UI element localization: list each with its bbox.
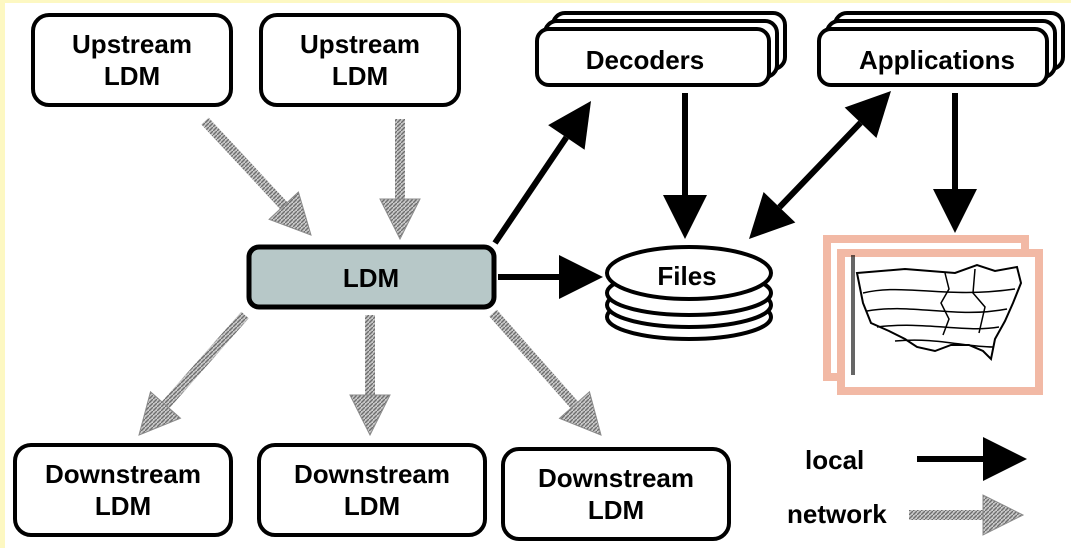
ldm-label: LDM — [343, 263, 399, 293]
downstream-ldm-label: LDM — [588, 495, 644, 525]
local-arrow — [492, 101, 591, 245]
legend-local-label: local — [805, 445, 864, 475]
legend-network-arrow — [909, 494, 1025, 536]
network-arrows — [138, 117, 602, 437]
downstream-ldm-label: LDM — [344, 491, 400, 521]
upstream-label: Upstream — [72, 29, 192, 59]
files-label: Files — [657, 261, 716, 291]
downstream-ldm-node: Downstream LDM — [13, 443, 233, 537]
local-arrows — [492, 91, 977, 299]
network-arrow — [379, 119, 421, 241]
local-arrow — [663, 93, 707, 239]
us-map-icon — [855, 263, 1023, 362]
downstream-ldm-label: LDM — [95, 491, 151, 521]
applications-node: Applications — [817, 11, 1065, 87]
map-products-image — [823, 235, 1043, 395]
downstream-ldm-node: Downstream LDM — [501, 447, 731, 541]
downstream-label: Downstream — [538, 463, 694, 493]
legend: local network — [787, 437, 1027, 536]
local-arrow — [498, 255, 603, 299]
upstream-ldm-node: Upstream LDM — [259, 13, 461, 107]
downstream-ldm-node: Downstream LDM — [257, 443, 487, 537]
network-arrow — [201, 117, 312, 236]
applications-label: Applications — [859, 45, 1015, 75]
ldm-node: LDM — [246, 244, 497, 310]
local-arrow — [933, 93, 977, 233]
downstream-label: Downstream — [45, 459, 201, 489]
legend-local-arrow — [917, 437, 1027, 481]
files-node: Files — [605, 245, 773, 341]
network-arrow — [489, 309, 602, 436]
downstream-label: Downstream — [294, 459, 450, 489]
legend-network-label: network — [787, 499, 887, 529]
upstream-label: Upstream — [300, 29, 420, 59]
upstream-ldm-node: Upstream LDM — [31, 13, 233, 107]
local-arrow — [749, 91, 891, 239]
decoders-label: Decoders — [586, 45, 705, 75]
network-arrow — [138, 311, 249, 436]
network-arrow — [349, 315, 391, 437]
decoders-node: Decoders — [535, 11, 787, 87]
upstream-ldm-label: LDM — [332, 61, 388, 91]
diagram-svg: Upstream LDM Upstream LDM Decoders Appli… — [13, 11, 1065, 541]
upstream-ldm-label: LDM — [104, 61, 160, 91]
